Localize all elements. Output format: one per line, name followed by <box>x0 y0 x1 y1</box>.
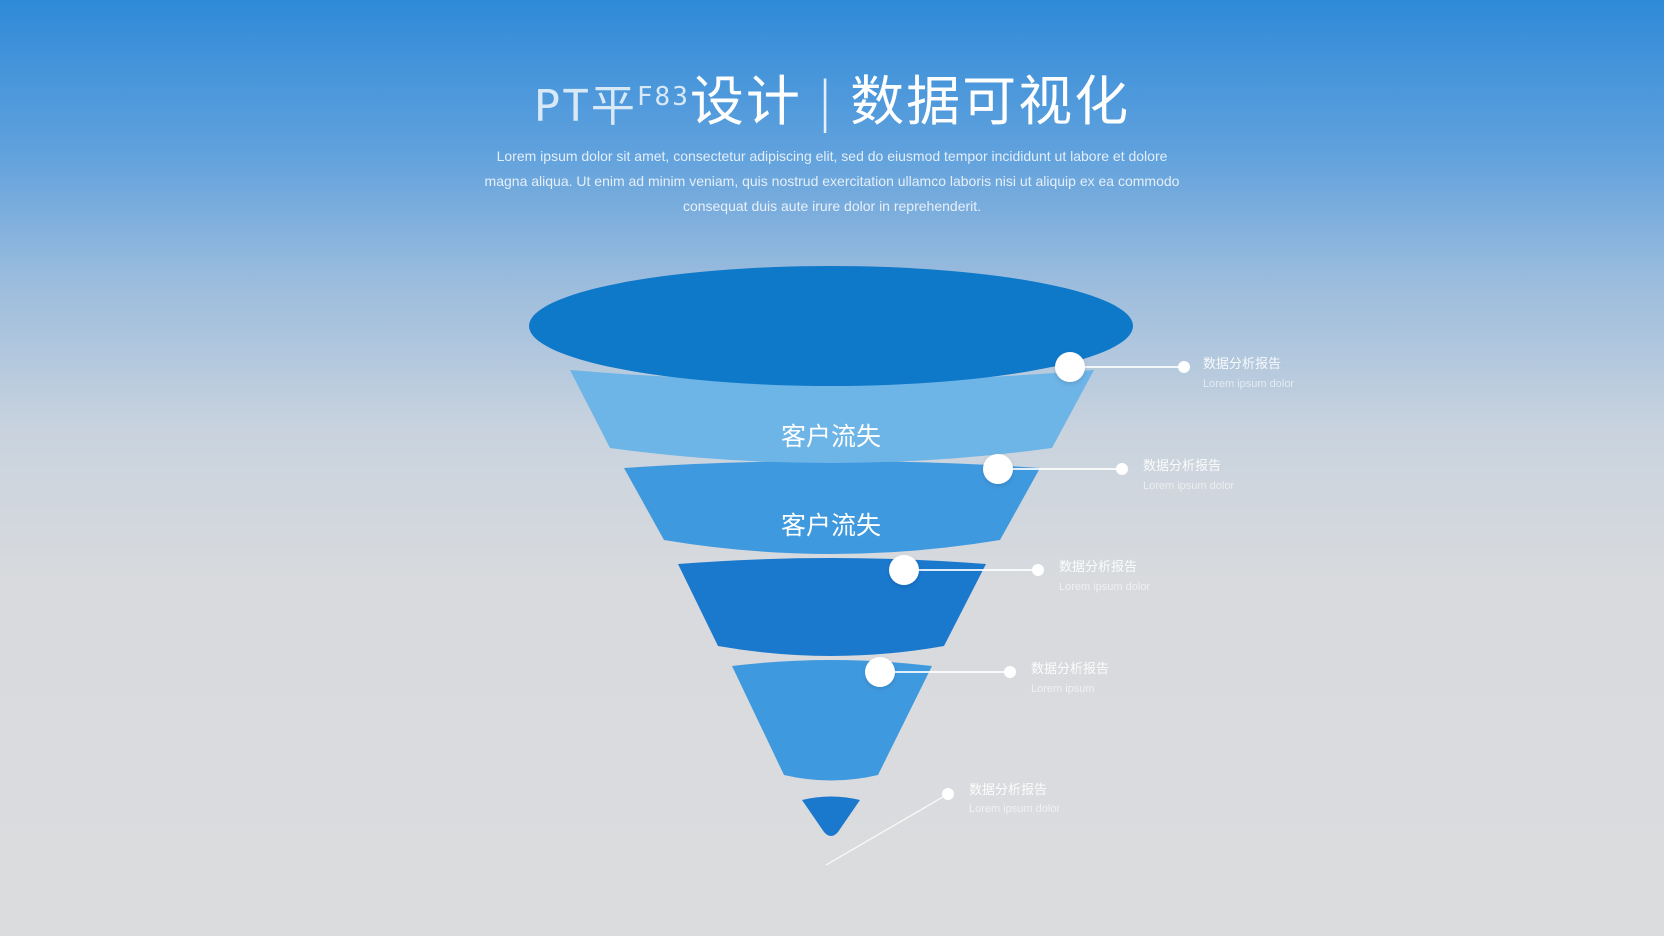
subtitle: Lorem ipsum dolor sit amet, consectetur … <box>432 144 1232 219</box>
callout-title: 数据分析报告 <box>1031 662 1109 677</box>
callout-endpoint <box>1032 564 1044 576</box>
callout-endpoint <box>942 788 954 800</box>
page-title: PT平F83设计|数据可视化 <box>0 62 1664 133</box>
callout-5: 数据分析报告 Lorem ipsum dolor <box>825 783 1060 866</box>
title-part2: 设计 <box>689 70 802 133</box>
funnel-stage-2 <box>570 370 1094 463</box>
funnel-stage-1 <box>529 266 1133 386</box>
callout-marker <box>865 657 895 687</box>
callout-1: 数据分析报告 Lorem ipsum dolor <box>1055 352 1294 390</box>
callout-endpoint <box>1004 666 1016 678</box>
connector-line <box>825 793 949 866</box>
callout-subtitle: Lorem ipsum dolor <box>1143 480 1234 492</box>
funnel-stage-5 <box>732 660 932 781</box>
callout-subtitle: Lorem ipsum dolor <box>969 803 1060 815</box>
title-separator: | <box>815 70 837 133</box>
callout-title: 数据分析报告 <box>1059 560 1137 575</box>
callout-4: 数据分析报告 Lorem ipsum <box>865 657 1109 695</box>
funnel-stage-6 <box>802 796 860 836</box>
callout-title: 数据分析报告 <box>1203 357 1281 372</box>
stage-label: 客户流失 <box>781 511 881 540</box>
callout-title: 数据分析报告 <box>969 783 1047 798</box>
callout-3: 数据分析报告 Lorem ipsum dolor <box>889 555 1150 593</box>
callout-marker <box>1055 352 1085 382</box>
callout-endpoint <box>1116 463 1128 475</box>
callout-title: 数据分析报告 <box>1143 459 1221 474</box>
subtitle-line: magna aliqua. Ut enim ad minim veniam, q… <box>484 173 1180 189</box>
callout-subtitle: Lorem ipsum dolor <box>1059 581 1150 593</box>
title-part1: PT平F83 <box>533 81 690 132</box>
callout-endpoint <box>1178 361 1190 373</box>
callout-2: 数据分析报告 Lorem ipsum dolor <box>983 454 1234 492</box>
callout-marker <box>983 454 1013 484</box>
subtitle-line: Lorem ipsum dolor sit amet, consectetur … <box>496 148 1168 164</box>
funnel-stage-3 <box>624 461 1040 554</box>
funnel-stage-4 <box>678 558 986 656</box>
callout-subtitle: Lorem ipsum <box>1031 683 1095 695</box>
subtitle-line: consequat duis aute irure dolor in repre… <box>682 198 982 214</box>
callout-marker <box>889 555 919 585</box>
title-part3: 数据可视化 <box>850 70 1131 133</box>
callout-subtitle: Lorem ipsum dolor <box>1203 378 1294 390</box>
stage-label: 客户流失 <box>781 422 881 451</box>
